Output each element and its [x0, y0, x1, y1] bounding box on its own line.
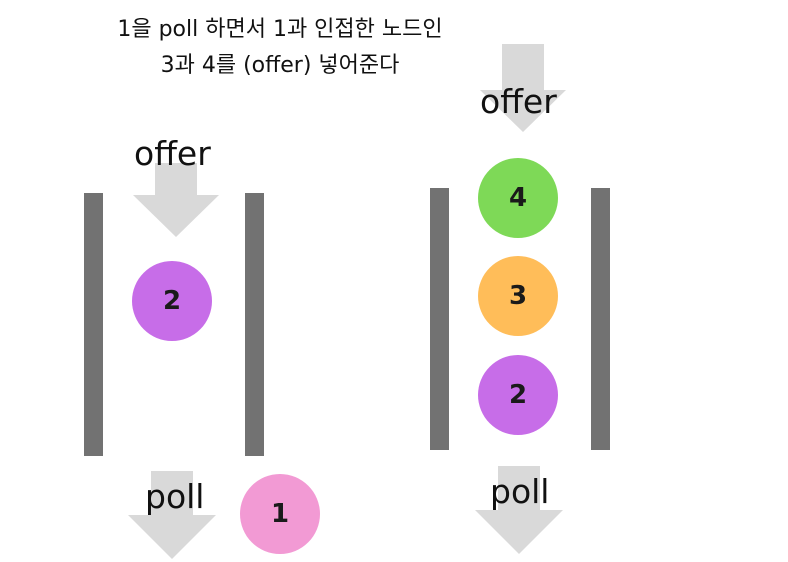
left-queue-left-wall [84, 193, 103, 456]
right-queue-left-wall [430, 188, 449, 450]
right-offer-arrow-icon [480, 44, 566, 132]
left-queue-right-wall [245, 193, 264, 456]
left-poll-arrow-icon [128, 471, 216, 559]
left-poll-label: poll [145, 477, 205, 516]
right-poll-arrow-icon [475, 466, 563, 554]
polled-node: 1 [240, 474, 320, 554]
caption-line-2: 3과 4를 (offer) 넣어준다 [160, 53, 400, 78]
right-queue-node-middle: 3 [478, 256, 558, 336]
right-queue-right-wall [591, 188, 610, 450]
right-offer-label: offer [480, 82, 557, 121]
left-queue-node: 2 [132, 261, 212, 341]
caption-line-1: 1을 poll 하면서 1과 인접한 노드인 [117, 17, 443, 42]
right-queue-node-bottom: 2 [478, 355, 558, 435]
right-poll-label: poll [490, 472, 550, 511]
right-queue-node-top: 4 [478, 158, 558, 238]
left-offer-arrow-icon [133, 163, 219, 237]
caption: 1을 poll 하면서 1과 인접한 노드인 3과 4를 (offer) 넣어준… [40, 12, 520, 84]
left-offer-label: offer [134, 134, 211, 173]
